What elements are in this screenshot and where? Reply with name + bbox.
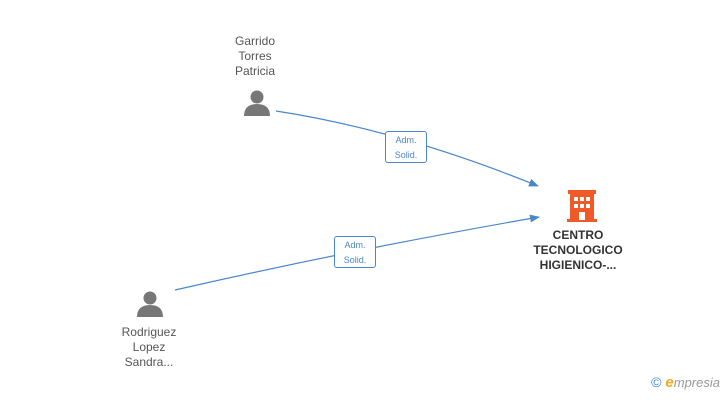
edge-label-role[interactable]: Adm. Solid.	[385, 131, 427, 163]
empresia-watermark: ©empresia	[651, 374, 720, 391]
company-name-line: HIGIENICO-...	[539, 258, 617, 272]
company-name-line: CENTRO	[552, 228, 604, 242]
person-label-garrido[interactable]: Garrido Torres Patricia	[213, 34, 297, 79]
person-name-line: Torres	[238, 49, 272, 63]
edge-label-line: Adm.	[395, 135, 417, 145]
edge-label-line: Solid.	[394, 150, 418, 160]
person-name-line: Sandra...	[124, 355, 174, 369]
person-icon[interactable]	[244, 90, 270, 117]
copyright-symbol: ©	[651, 374, 662, 390]
building-icon[interactable]	[567, 190, 597, 222]
person-name-line: Rodriguez	[121, 325, 177, 339]
person-name-line: Garrido	[234, 34, 275, 48]
brand-initial: e	[665, 374, 674, 391]
person-label-rodriguez[interactable]: Rodriguez Lopez Sandra...	[104, 325, 194, 370]
company-label[interactable]: CENTRO TECNOLOGICO HIGIENICO-...	[522, 228, 634, 273]
person-icon[interactable]	[137, 291, 163, 318]
person-name-line: Lopez	[132, 340, 166, 354]
edge-label-role[interactable]: Adm. Solid.	[334, 236, 376, 268]
edge-label-line: Adm.	[344, 240, 366, 250]
company-name-line: TECNOLOGICO	[533, 243, 623, 257]
edge-label-line: Solid.	[343, 255, 367, 265]
person-name-line: Patricia	[234, 64, 275, 78]
brand-name: mpresia	[673, 375, 720, 390]
